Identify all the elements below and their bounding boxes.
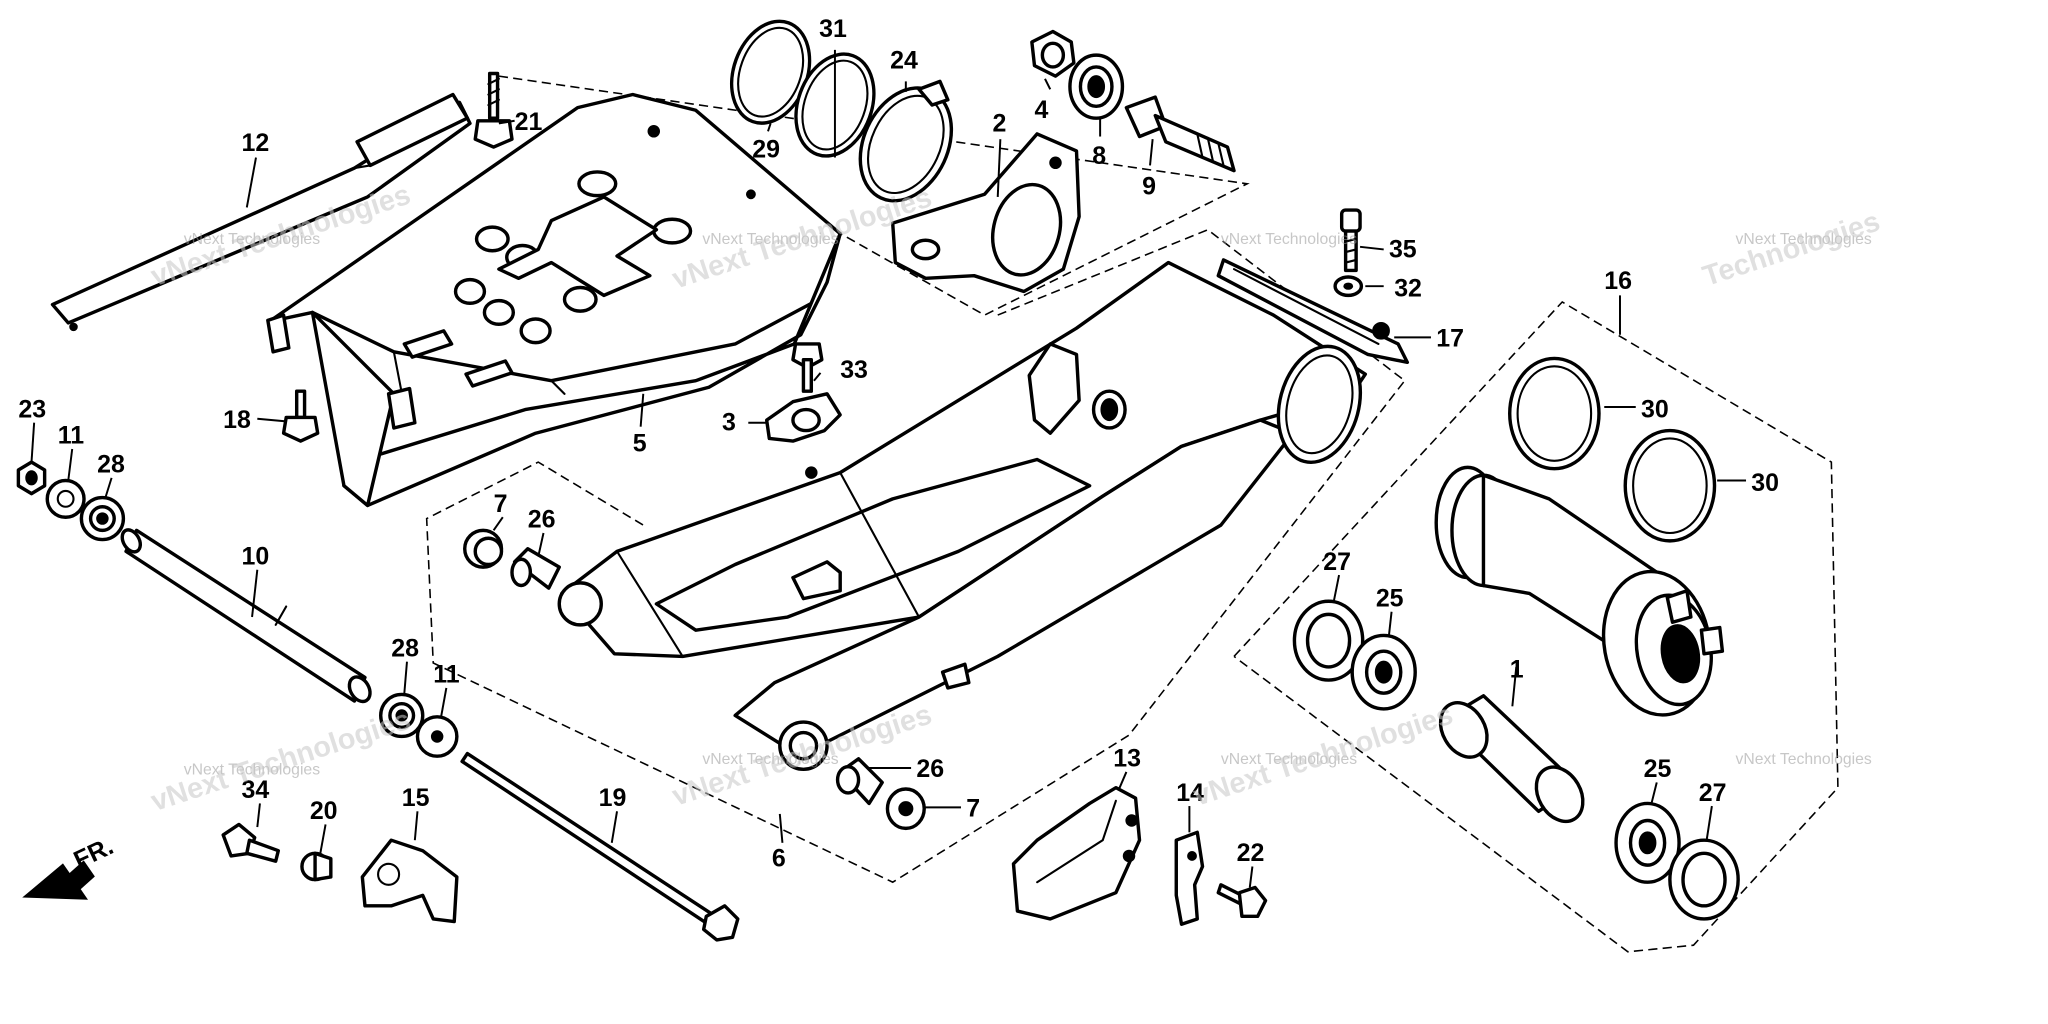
- callout-29: 29: [752, 136, 780, 164]
- part-35-bolt: [1339, 208, 1362, 273]
- callout-7-b: 7: [966, 795, 980, 823]
- callout-34: 34: [242, 776, 270, 804]
- callout-17: 17: [1436, 325, 1464, 353]
- callout-35: 35: [1389, 235, 1417, 263]
- leader-lines: [30, 49, 1747, 888]
- part-29-o-ring: [729, 19, 812, 125]
- callout-12: 12: [242, 129, 270, 157]
- watermark: vNext Technologies: [1736, 231, 1872, 248]
- part-27-seal-b: [1668, 838, 1740, 921]
- part-6-swingarm: [557, 260, 1368, 772]
- callout-25-b: 25: [1644, 755, 1672, 783]
- callout-31: 31: [819, 15, 847, 43]
- callout-13: 13: [1113, 745, 1141, 773]
- callout-30-b: 30: [1751, 469, 1779, 497]
- callout-7-a: 7: [494, 490, 508, 518]
- callout-11-a: 11: [58, 422, 84, 450]
- front-direction-arrow: FR.: [22, 832, 118, 900]
- callout-9: 9: [1142, 172, 1156, 200]
- callout-4: 4: [1034, 96, 1048, 124]
- part-1-spacer: [1438, 694, 1585, 824]
- part-4-nut: [1030, 29, 1076, 78]
- part-34-bolt: [221, 822, 281, 863]
- part-28-seal-left: [79, 495, 126, 542]
- part-5-skid-plate: [266, 92, 842, 508]
- callout-25-a: 25: [1376, 585, 1404, 613]
- callout-3: 3: [722, 409, 736, 437]
- callout-8: 8: [1092, 142, 1106, 170]
- part-24-clamp-band: [858, 79, 954, 203]
- callout-11-b: 11: [433, 661, 459, 689]
- callout-labels: 12 21 29 31 24 2 4 8 9 35 32 17 16 30 30…: [18, 15, 1779, 873]
- callout-32: 32: [1394, 275, 1422, 303]
- part-7-bushing-upper: [463, 528, 504, 569]
- callout-23: 23: [18, 395, 46, 423]
- part-28-seal-lower: [379, 692, 425, 739]
- part-13-chain-guide: [1011, 785, 1142, 921]
- callout-16: 16: [1604, 267, 1632, 295]
- part-27-seal-a: [1292, 599, 1365, 682]
- part-21-bolt: [473, 71, 514, 149]
- callout-27-a: 27: [1323, 548, 1351, 576]
- part-17-bracket: [1216, 258, 1410, 365]
- callout-18: 18: [223, 406, 251, 434]
- watermark: Technologies: [1699, 206, 1884, 293]
- part-14-clip: [1174, 830, 1205, 926]
- callout-24: 24: [890, 46, 918, 74]
- callout-6: 6: [772, 844, 786, 872]
- callout-10: 10: [242, 543, 270, 571]
- part-7-bushing-lower: [885, 787, 926, 831]
- callout-1: 1: [1510, 655, 1524, 683]
- part-32-washer: [1333, 275, 1364, 298]
- callout-15: 15: [402, 784, 430, 812]
- watermark: vNext Technologies: [702, 231, 838, 248]
- part-30-o-ring-b: [1623, 428, 1717, 543]
- part-15-stopper: [360, 838, 459, 924]
- callout-19: 19: [599, 784, 627, 812]
- part-16-eccentric-hub: [1434, 465, 1725, 717]
- part-19-axle-bolt: [460, 751, 740, 942]
- watermark: vNext Technologies: [1221, 751, 1357, 768]
- part-23-nut: [16, 460, 47, 496]
- part-8-bearing: [1068, 53, 1125, 120]
- callout-28-a: 28: [97, 451, 125, 479]
- callout-27-b: 27: [1699, 779, 1727, 807]
- callout-5: 5: [633, 430, 647, 458]
- part-11-washer-left: [45, 478, 86, 519]
- part-25-bearing-a: [1350, 633, 1417, 711]
- callout-26-b: 26: [916, 755, 944, 783]
- part-26-collar-lower: [835, 757, 884, 806]
- part-9-pivot-bolt: [1124, 95, 1236, 173]
- part-18-bolt: [281, 389, 320, 443]
- part-30-o-ring-a: [1508, 356, 1601, 471]
- callout-20: 20: [310, 797, 338, 825]
- watermark: vNext Technologies: [184, 231, 320, 248]
- part-25-bearing-b: [1614, 801, 1681, 884]
- part-2-guide-plate: [890, 132, 1081, 294]
- callout-33: 33: [840, 356, 868, 384]
- watermark: vNext Technologies: [1221, 231, 1357, 248]
- callout-30-a: 30: [1641, 395, 1669, 423]
- part-22-bolt: [1216, 883, 1268, 919]
- watermark: vNext Technologies: [184, 762, 320, 779]
- callout-28-b: 28: [391, 634, 419, 662]
- part-20-collar: [300, 851, 333, 882]
- callout-26-a: 26: [528, 506, 556, 534]
- callout-21: 21: [515, 108, 543, 136]
- callout-2: 2: [992, 109, 1006, 137]
- callout-22: 22: [1237, 839, 1265, 867]
- watermark: vNext Technologies: [702, 751, 838, 768]
- watermark: vNext Technologies: [1736, 751, 1872, 768]
- part-11-washer-lower: [415, 715, 459, 758]
- part-10-pivot-tube: [120, 528, 372, 704]
- callout-14: 14: [1176, 779, 1204, 807]
- part-33-bolt: [791, 342, 824, 393]
- part-12-chain-slider: [50, 92, 472, 332]
- part-26-collar-upper: [510, 547, 561, 590]
- part-3-hose-clip: [764, 392, 842, 443]
